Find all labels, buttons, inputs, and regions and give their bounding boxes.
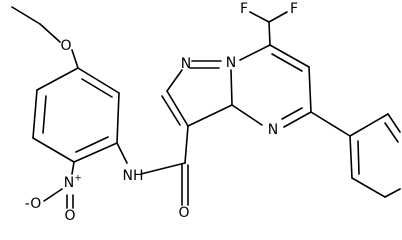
structure-diagram: O F F N N N N + -O O NH O [11, 1, 401, 224]
atom-o-carbonyl: O [178, 205, 189, 221]
bonds [11, 6, 401, 209]
bond-ring-nitro [71, 161, 75, 175]
bond-ph-5-4 [384, 188, 401, 198]
bond-ringA-4-5 [32, 137, 75, 163]
atom-n-pyrazole-n7a: N [226, 55, 236, 71]
atom-n-pyrazole-n1: N [181, 56, 191, 72]
bond-ringA-3-4 [73, 142, 118, 163]
bond-ph-1-6 [349, 135, 353, 179]
bond-c5-phenyl [310, 111, 351, 137]
atom-o-ether: O [60, 38, 71, 54]
bond-c7-chf2 [268, 21, 271, 46]
bond-ph-1-2 [349, 113, 389, 137]
atom-nh-amide: NH [123, 168, 144, 184]
bond-c6-c5 [308, 66, 312, 113]
bond-ethyl-ch3-ch2 [11, 6, 41, 25]
bond-nh-carbonyl [140, 162, 186, 175]
bond-ringA-double-b [75, 136, 109, 153]
atom-nitro-plus: + [74, 174, 82, 184]
bond-chf2-f1 [249, 11, 270, 23]
bond-ph-2-3 [387, 113, 401, 133]
atom-n-pyrimidine-n4: N [268, 122, 278, 138]
bond-nitro-o-minus [43, 188, 63, 202]
bond-ring-nh [116, 142, 128, 164]
bond-o-ring [71, 49, 79, 69]
bond-c3a-c3 [187, 104, 233, 127]
bond-ringA-2-3 [116, 92, 120, 144]
bond-c7-c6-double [271, 53, 303, 72]
bond-ringA-double-a [81, 78, 113, 98]
bond-carbonyl-c3 [184, 125, 189, 164]
bond-ringA-5-6 [32, 89, 38, 139]
atom-f2: F [290, 1, 298, 17]
bond-ph-2-3-double [384, 122, 399, 143]
bond-c3-c2-double [161, 95, 181, 126]
bond-ethyl-ch2-o [39, 23, 61, 43]
bond-chf2-f2 [268, 11, 288, 23]
bond-c5-n4 [283, 111, 312, 128]
bond-ringA-double-c [42, 95, 47, 134]
bond-c5-n4-double [281, 107, 303, 120]
bond-c7-c6 [269, 44, 310, 68]
bond-c2-n1 [166, 69, 183, 92]
bond-n4-c3a [231, 104, 263, 126]
molecule-canvas: O F F N N N N + -O O NH O [11, 1, 401, 224]
bond-ringA-6-1 [36, 67, 79, 91]
bond-n7a-c7 [239, 44, 271, 61]
bond-ringA-1-2 [77, 67, 120, 94]
bond-ph-6-5 [351, 177, 386, 198]
atom-n-nitro: N [64, 175, 74, 191]
bond-c3-c2 [166, 90, 189, 127]
atom-o-nitro-double: O [64, 208, 75, 224]
atom-f1: F [240, 1, 248, 17]
atom-o-nitro-minus: -O [25, 196, 41, 212]
bond-ph-1-6-double [357, 140, 360, 175]
bond-n7a-c3a [230, 69, 233, 106]
atom-labels: O F F N N N N + -O O NH O [25, 1, 298, 224]
